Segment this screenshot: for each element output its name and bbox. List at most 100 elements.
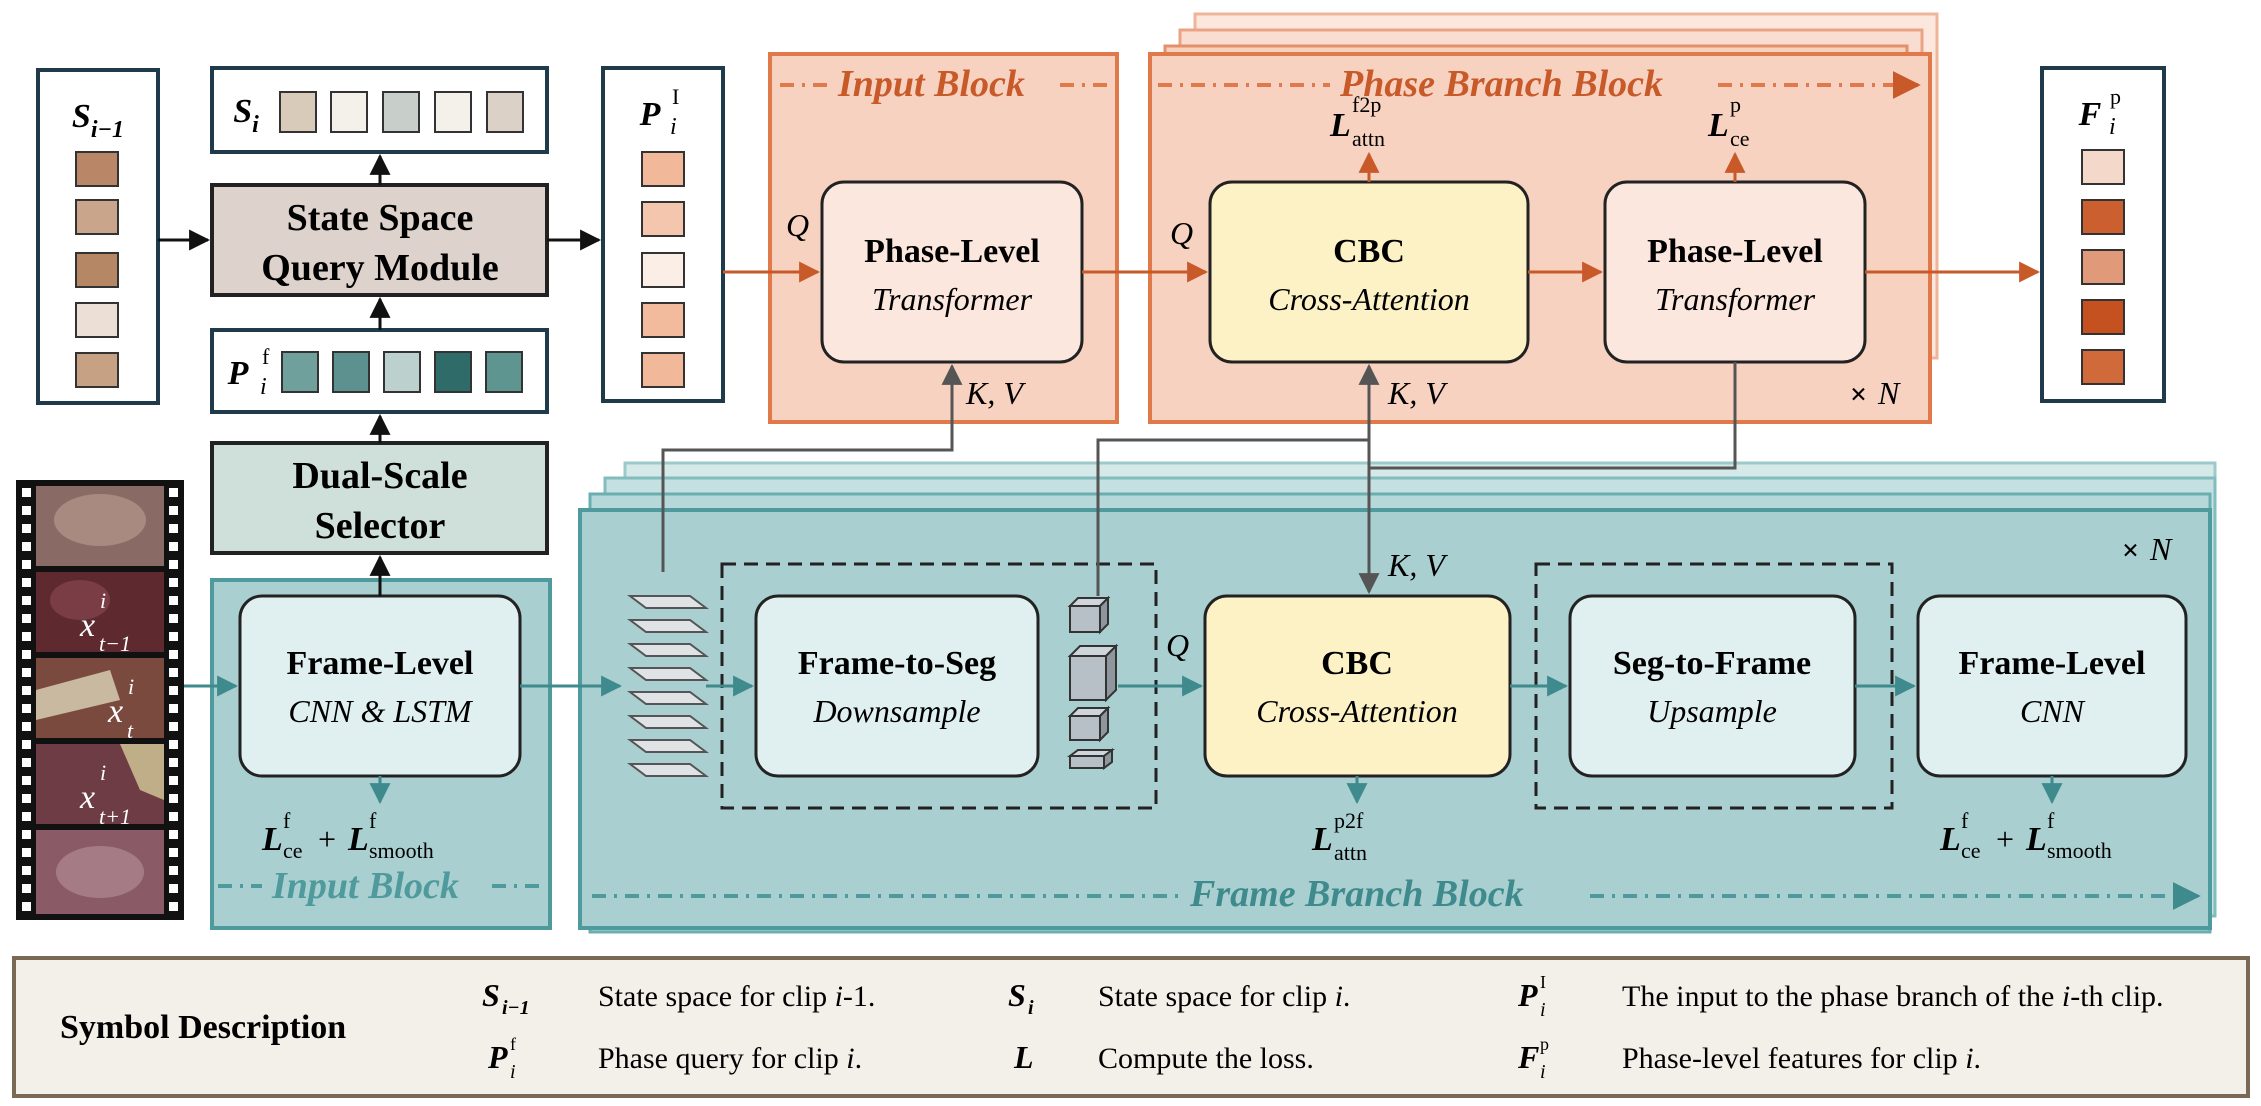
surgical-video-frames: x i t−1 x i t x i t+1 [16,480,184,920]
svg-text:S: S [482,977,500,1013]
svg-text:Dual-Scale: Dual-Scale [292,455,467,497]
svg-text:P: P [639,96,661,133]
svg-text:State Space: State Space [287,197,474,239]
phase-branch-q: Q [1170,215,1193,251]
svg-text:CNN: CNN [2020,693,2086,729]
legend-title: Symbol Description [60,1009,346,1046]
svg-text:i: i [128,674,134,699]
svg-text:The input to the phase branch: The input to the phase branch of the i-t… [1622,980,2164,1013]
svg-text:State space for clip i.: State space for clip i. [1098,980,1350,1013]
svg-text:CBC: CBC [1321,645,1393,682]
svg-text:p: p [1730,92,1741,117]
phase-repeat-n: × N [1850,375,1901,411]
seg-to-frame-upsample: Seg-to-Frame Upsample [1568,594,1857,778]
frame-level-cnn: Frame-Level CNN [1916,594,2188,778]
svg-text:i: i [100,588,106,613]
svg-text:Phase Branch Block: Phase Branch Block [1339,63,1663,105]
svg-text:Input Block: Input Block [837,63,1025,105]
frame-level-cnn-lstm: Frame-Level CNN & LSTM [238,594,522,778]
s-prev-panel: Si−1 [36,68,160,405]
state-space-query-module: State Space Query Module [210,183,549,297]
svg-text:f2p: f2p [1352,92,1381,117]
svg-text:i: i [1028,997,1034,1019]
phase-input-block-label: Input Block [780,63,1110,105]
svg-text:Si: Si [233,93,259,138]
svg-text:Transformer: Transformer [872,281,1033,317]
svg-text:Frame Branch Block: Frame Branch Block [1189,873,1524,915]
phase-branch-kv: K, V [1387,375,1448,411]
svg-text:Cross-Attention: Cross-Attention [1256,693,1457,729]
frame-branch-q: Q [1166,627,1189,663]
phase-loss-ce: L p ce [1707,92,1750,151]
svg-text:Phase query for clip i.: Phase query for clip i. [598,1042,862,1075]
svg-text:smooth: smooth [369,838,434,863]
legend-item-l: L Compute the loss. [1013,1039,1314,1075]
svg-text:N: N [2149,531,2173,567]
legend-item-p-f: P f i Phase query for clip i. [487,1034,862,1083]
svg-text:Query Module: Query Module [261,247,498,289]
svg-text:f: f [2047,808,2055,833]
frame-loss-attn-p2f: L p2f attn [1311,808,1367,865]
svg-text:Upsample: Upsample [1647,693,1777,729]
phase-loss-attn-f2p: L f2p attn [1329,92,1385,151]
svg-text:i: i [2109,114,2116,140]
svg-text:Frame-to-Seg: Frame-to-Seg [798,645,996,682]
svg-text:p2f: p2f [1334,808,1364,833]
svg-text:attn: attn [1352,126,1385,151]
svg-text:ce: ce [283,838,303,863]
svg-text:×: × [2122,534,2139,567]
phase-input-q: Q [786,207,809,243]
p-f-panel: P f i [210,328,549,414]
svg-text:I: I [672,84,679,109]
frame-to-seg-downsample: Frame-to-Seg Downsample [754,594,1040,778]
svg-text:i: i [510,1061,516,1083]
svg-text:CBC: CBC [1333,233,1405,270]
phase-input-kv: K, V [965,375,1026,411]
svg-text:L: L [261,821,283,858]
svg-text:P: P [1517,977,1538,1013]
svg-text:Selector: Selector [315,505,446,547]
svg-text:Compute the loss.: Compute the loss. [1098,1042,1314,1075]
svg-text:Phase-level features for clip: Phase-level features for clip i. [1622,1042,1981,1075]
svg-text:t−1: t−1 [99,631,131,656]
svg-text:f: f [262,344,270,369]
svg-text:L: L [347,821,369,858]
svg-text:f: f [1961,808,1969,833]
svg-text:P: P [227,355,249,392]
symbol-legend: Symbol Description S i−1 State space for… [12,956,2250,1098]
svg-text:L: L [1939,821,1961,858]
svg-text:L: L [1013,1039,1034,1075]
dual-scale-selector: Dual-Scale Selector [210,441,549,555]
svg-text:i: i [1540,1061,1546,1083]
svg-text:f: f [369,808,377,833]
frame-cbc-cross-attention: CBC Cross-Attention [1203,594,1512,778]
svg-text:f: f [510,1034,516,1054]
input-block-frame-loss: L f ce + L f smooth [261,808,434,863]
svg-text:i: i [1540,999,1546,1021]
input-block-label-frame: Input Block [218,865,545,907]
svg-text:smooth: smooth [2047,838,2112,863]
svg-text:Seg-to-Frame: Seg-to-Frame [1613,645,1811,682]
svg-text:State space for clip i-1.: State space for clip i-1. [598,980,875,1013]
svg-text:S: S [1008,977,1026,1013]
svg-text:L: L [1707,107,1729,144]
svg-text:+: + [318,821,336,857]
svg-text:ce: ce [1730,126,1750,151]
svg-text:attn: attn [1334,840,1367,865]
svg-text:F: F [2078,96,2102,133]
p-l-panel: P I i [601,66,725,403]
svg-text:×: × [1850,378,1867,411]
svg-text:I: I [1540,972,1546,992]
svg-text:Transformer: Transformer [1655,281,1816,317]
segment-cubes [1067,595,1119,770]
arrows [158,151,2063,805]
svg-text:Phase-Level: Phase-Level [864,233,1040,270]
svg-text:ce: ce [1961,838,1981,863]
svg-text:Downsample: Downsample [812,693,980,729]
svg-text:Input Block: Input Block [271,865,459,907]
svg-text:t+1: t+1 [99,804,131,829]
svg-text:F: F [1517,1039,1539,1075]
svg-text:t: t [127,718,134,743]
f-p-panel: F p i [2040,66,2166,403]
